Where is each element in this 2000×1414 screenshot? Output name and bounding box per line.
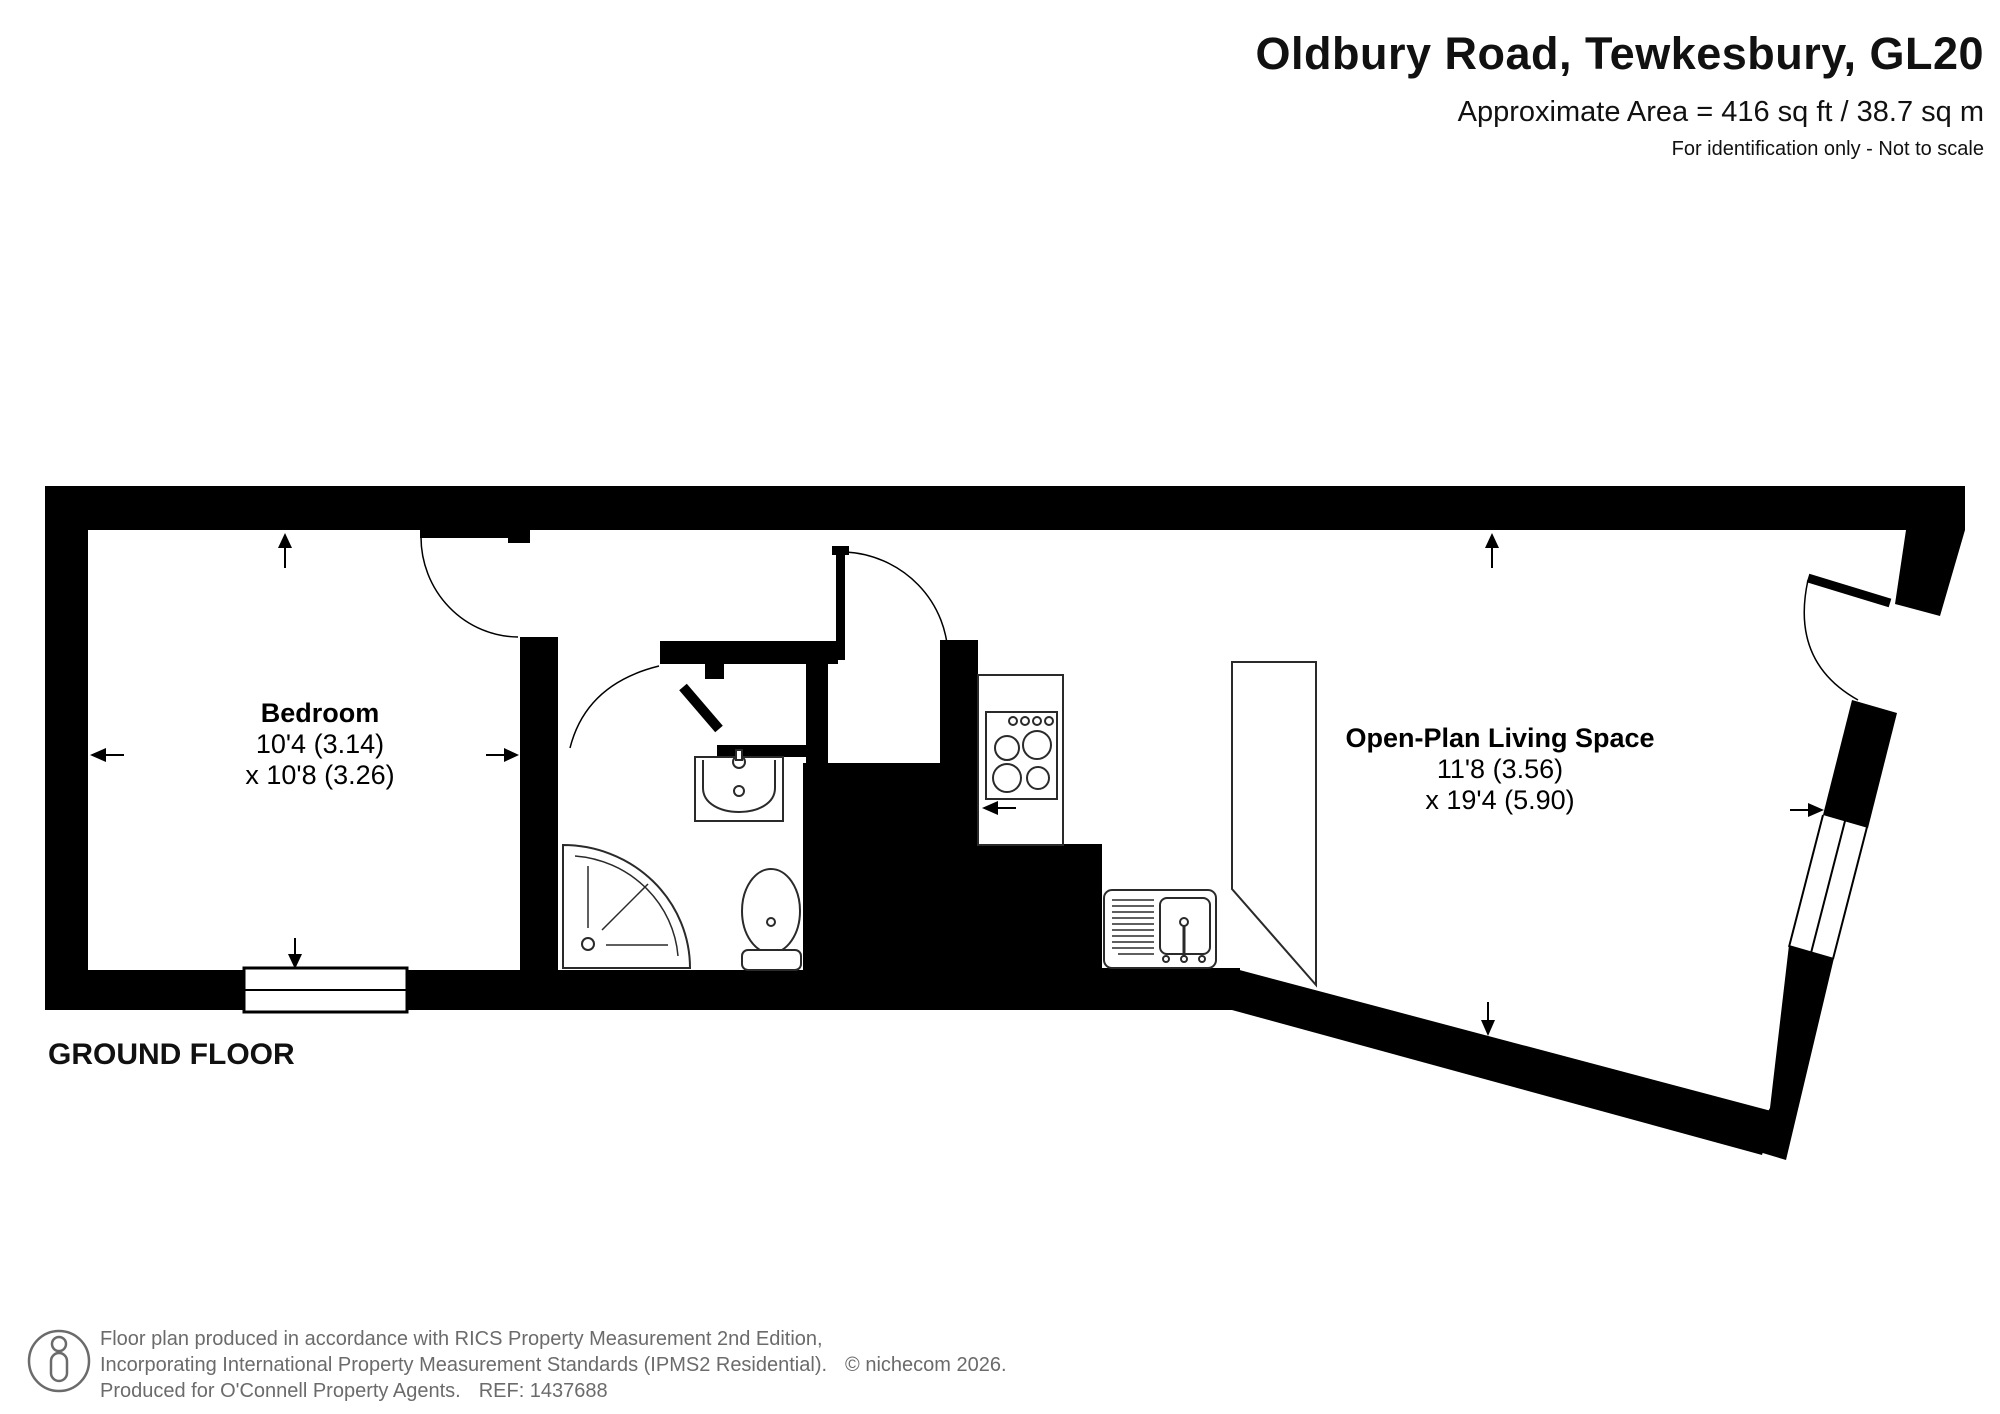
bedroom-arrow-right	[486, 748, 519, 762]
living-arrow-left	[982, 801, 1016, 815]
bathroom-door	[569, 658, 724, 749]
living-dim2: x 19'4 (5.90)	[1425, 785, 1575, 815]
person-icon	[27, 1329, 91, 1393]
bedroom-arrow-up	[278, 533, 292, 568]
walls	[45, 486, 1965, 1160]
cooker-hob	[985, 711, 1058, 800]
wall-top	[45, 486, 1965, 530]
living-dim1: 11'8 (3.56)	[1436, 754, 1564, 784]
shower	[562, 843, 692, 969]
windows	[242, 814, 1868, 1014]
kitchen-sink	[1103, 889, 1217, 969]
kitchen-unit	[1231, 661, 1317, 988]
footer: Floor plan produced in accordance with R…	[26, 1326, 1007, 1404]
dimension-arrows	[90, 533, 1824, 1036]
ref-number: REF: 1437688	[478, 1380, 608, 1402]
bathroom	[562, 749, 802, 971]
bedroom-dim2: x 10'8 (3.26)	[245, 760, 395, 790]
living-window	[1788, 814, 1868, 960]
wall-bathroom-top	[660, 641, 838, 664]
wall-right-mid	[1823, 700, 1897, 828]
footer-line2: Incorporating International Property Mea…	[100, 1352, 1007, 1378]
disclaimer-text: For identification only - Not to scale	[1671, 138, 1984, 160]
wall-bottom-mid	[1100, 968, 1240, 1010]
bedroom-window	[242, 966, 409, 1014]
living-label: Open-Plan Living Space 11'8 (3.56) x 19'…	[1300, 723, 1700, 816]
wall-hall-right	[940, 640, 978, 766]
toilet	[741, 868, 802, 971]
footer-line3: Produced for O'Connell Property Agents. R…	[100, 1378, 1007, 1404]
doors	[420, 529, 1892, 749]
living-arrow-up	[1485, 533, 1499, 568]
living-arrow-right	[1790, 803, 1824, 817]
bedroom-arrow-left	[90, 748, 124, 762]
bedroom-dim1: 10'4 (3.14)	[255, 729, 385, 759]
wall-right-top	[1895, 488, 1965, 616]
wall-bottom-diagonal	[1232, 968, 1775, 1155]
wash-basin	[694, 749, 784, 822]
door-jamb-bedroom	[508, 527, 530, 543]
wall-left	[45, 486, 88, 1010]
footer-line2-text: Incorporating International Property Mea…	[100, 1354, 828, 1376]
header: Oldbury Road, Tewkesbury, GL20 Approxima…	[1256, 28, 1985, 161]
wall-right-bottom	[1746, 945, 1834, 1160]
living-name: Open-Plan Living Space	[1345, 723, 1655, 753]
bedroom-name: Bedroom	[260, 698, 380, 728]
floor-label: GROUND FLOOR	[48, 1038, 295, 1071]
copyright-text: © nichecom 2026.	[845, 1354, 1007, 1376]
wall-bedroom-divider	[520, 637, 558, 1010]
page-title: Oldbury Road, Tewkesbury, GL20	[1255, 28, 1984, 79]
bedroom-label: Bedroom 10'4 (3.14) x 10'8 (3.26)	[170, 698, 470, 791]
wall-mass-hall	[803, 763, 980, 1010]
patio-door	[1803, 573, 1892, 701]
living-arrow-down	[1481, 1002, 1495, 1036]
kitchen	[977, 661, 1317, 988]
produced-for-text: Produced for O'Connell Property Agents.	[100, 1380, 461, 1402]
area-text: Approximate Area = 416 sq ft / 38.7 sq m	[1457, 96, 1984, 128]
footer-text: Floor plan produced in accordance with R…	[100, 1326, 1007, 1404]
bedroom-door	[420, 529, 519, 638]
footer-line1: Floor plan produced in accordance with R…	[100, 1328, 823, 1350]
bedroom-arrow-down	[288, 938, 302, 969]
wall-hall-left	[806, 663, 828, 767]
entrance-door	[832, 546, 949, 660]
wall-mass-kitchen	[960, 844, 1102, 1010]
wall-basin-back	[717, 745, 806, 757]
